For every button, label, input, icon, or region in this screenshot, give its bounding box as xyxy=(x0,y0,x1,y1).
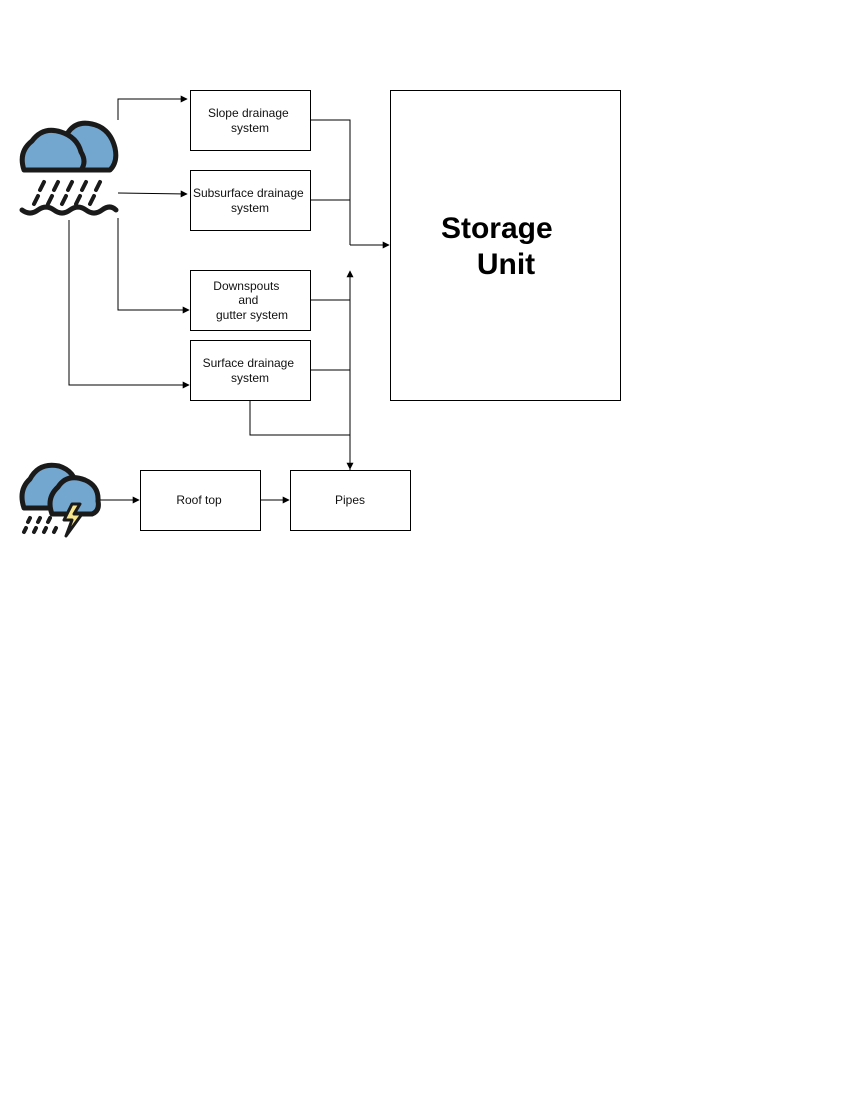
svg-text:Surface drainage system: Surface drainage system xyxy=(203,356,298,385)
edge-rain-to-downspouts xyxy=(117,218,190,314)
edge-surface-bottom-to-pipes xyxy=(249,400,354,470)
svg-text:Subsurface drainage syst: Subsurface drainage system xyxy=(193,186,307,215)
node-label-line: Pipes xyxy=(335,493,365,507)
node-label-line: gutter system xyxy=(216,308,288,322)
node-label-line: Downspouts xyxy=(213,279,279,293)
svg-text:Slope drainage system: Slope drainage system xyxy=(208,106,292,135)
node-label-line: system xyxy=(231,121,269,135)
node-subsurface-drainage[interactable]: Subsurface drainage system xyxy=(190,170,311,231)
node-label-line: Roof top xyxy=(176,493,222,507)
edge-rain-to-surface xyxy=(68,220,190,389)
node-pipes[interactable]: Pipes xyxy=(290,470,411,531)
storage-label-line: Storage xyxy=(441,212,553,245)
edge-rain-to-subsurface xyxy=(117,190,188,198)
node-label-line: system xyxy=(231,371,269,385)
node-surface-drainage[interactable]: Surface drainage system xyxy=(190,340,311,401)
storage-label-line: Unit xyxy=(477,248,535,281)
node-label-line: system xyxy=(231,201,269,215)
svg-text:Downspouts and gut: Downspouts and gutter system xyxy=(213,279,288,322)
node-label-line: and xyxy=(238,293,258,307)
storm-cloud-icon xyxy=(19,462,101,538)
node-downspouts-gutter[interactable]: Downspouts and gutter system xyxy=(190,270,311,331)
svg-text:Roof top: Roof top xyxy=(176,493,222,507)
node-roof-top[interactable]: Roof top xyxy=(140,470,261,531)
node-label-line: Slope drainage xyxy=(208,106,289,120)
svg-text:Storage Unit: Storage Unit xyxy=(441,212,561,281)
node-slope-drainage[interactable]: Slope drainage system xyxy=(190,90,311,151)
node-label-line: Surface drainage xyxy=(203,356,295,370)
svg-text:Pipes: Pipes xyxy=(335,493,365,507)
edge-rain-to-slope xyxy=(117,95,188,120)
node-storage-unit[interactable]: Storage Unit xyxy=(390,90,621,401)
node-label-line: Subsurface drainage xyxy=(193,186,304,200)
rain-cloud-icon xyxy=(19,120,119,216)
edge-slope-to-collector xyxy=(311,119,351,245)
